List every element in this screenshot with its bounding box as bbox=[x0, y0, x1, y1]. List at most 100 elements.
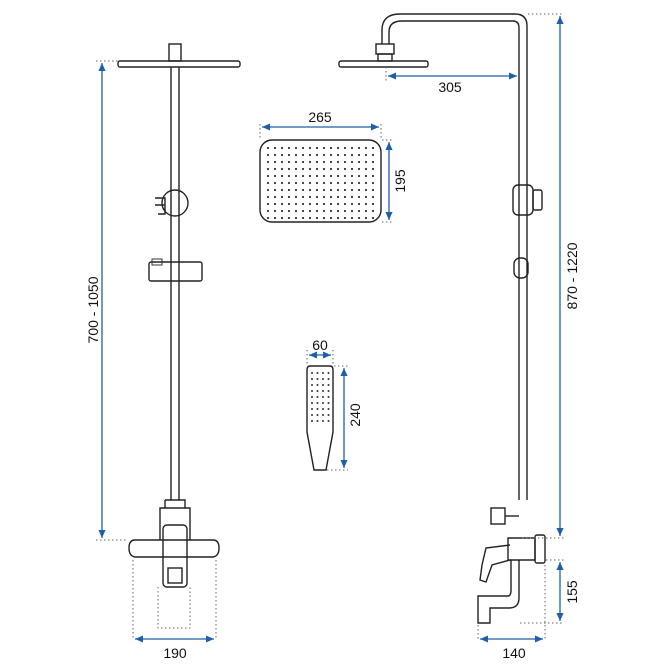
nozzle-dot bbox=[343, 181, 347, 185]
nozzle-dot bbox=[350, 181, 354, 185]
nozzle-dot bbox=[336, 174, 340, 178]
nozzle-dot bbox=[308, 146, 312, 150]
nozzle-dot bbox=[357, 181, 361, 185]
nozzle-dot bbox=[357, 160, 361, 164]
hand-nozzle-dot bbox=[311, 408, 313, 410]
nozzle-dot bbox=[287, 160, 291, 164]
nozzle-dot bbox=[322, 209, 326, 213]
nozzle-dot bbox=[287, 146, 291, 150]
nozzle-dot bbox=[315, 160, 319, 164]
nozzle-dot bbox=[350, 167, 354, 171]
nozzle-dot bbox=[294, 167, 298, 171]
hand-nozzle-dot bbox=[316, 420, 319, 422]
nozzle-dot bbox=[280, 181, 284, 185]
nozzle-dot bbox=[266, 202, 270, 206]
nozzle-dot bbox=[280, 160, 284, 164]
nozzle-dot bbox=[350, 216, 354, 220]
nozzle-dot bbox=[329, 195, 333, 199]
hand-nozzle-dot bbox=[322, 402, 324, 404]
nozzle-dot bbox=[287, 181, 291, 185]
nozzle-dot bbox=[266, 146, 270, 150]
nozzle-dot bbox=[371, 202, 375, 206]
nozzle-dot bbox=[315, 146, 319, 150]
nozzle-dot bbox=[315, 188, 319, 192]
side-spout bbox=[477, 560, 520, 624]
nozzle-dot bbox=[371, 188, 375, 192]
nozzle-dot bbox=[322, 174, 326, 178]
nozzle-dot bbox=[273, 181, 277, 185]
hand-width-label: 60 bbox=[312, 337, 328, 353]
head-depth-label: 195 bbox=[392, 169, 408, 193]
nozzle-dot bbox=[329, 146, 333, 150]
front-mixer-body bbox=[128, 539, 220, 558]
head-shower-plate bbox=[259, 139, 382, 223]
nozzle-dot bbox=[273, 202, 277, 206]
nozzle-dot bbox=[273, 195, 277, 199]
nozzle-dot bbox=[371, 181, 375, 185]
hand-shower-view: 60 240 bbox=[306, 337, 363, 471]
hand-nozzle-dot bbox=[311, 372, 313, 374]
side-head-plate bbox=[338, 60, 429, 68]
nozzle-dot bbox=[301, 202, 305, 206]
side-shower-arm bbox=[381, 13, 528, 500]
hand-shower-nozzles bbox=[311, 372, 330, 422]
nozzle-dot bbox=[350, 174, 354, 178]
nozzle-dot bbox=[315, 209, 319, 213]
nozzle-dot bbox=[343, 216, 347, 220]
head-shower-nozzles bbox=[266, 146, 375, 220]
nozzle-dot bbox=[336, 188, 340, 192]
nozzle-dot bbox=[336, 209, 340, 213]
nozzle-dot bbox=[266, 188, 270, 192]
nozzle-dot bbox=[329, 153, 333, 157]
nozzle-dot bbox=[301, 181, 305, 185]
hand-nozzle-dot bbox=[322, 378, 324, 380]
nozzle-dot bbox=[329, 181, 333, 185]
front-view: 700 - 1050 190 bbox=[85, 43, 241, 661]
nozzle-dot bbox=[329, 160, 333, 164]
nozzle-dot bbox=[287, 153, 291, 157]
nozzle-dot bbox=[294, 195, 298, 199]
hand-nozzle-dot bbox=[311, 414, 313, 416]
hand-nozzle-dot bbox=[327, 420, 330, 422]
nozzle-dot bbox=[266, 181, 270, 185]
nozzle-dot bbox=[315, 216, 319, 220]
nozzle-dot bbox=[336, 146, 340, 150]
nozzle-dot bbox=[294, 181, 298, 185]
right-height-label: 870 - 1220 bbox=[564, 242, 580, 309]
nozzle-dot bbox=[357, 146, 361, 150]
nozzle-dot bbox=[287, 174, 291, 178]
nozzle-dot bbox=[357, 188, 361, 192]
nozzle-dot bbox=[357, 202, 361, 206]
nozzle-dot bbox=[294, 216, 298, 220]
hand-nozzle-dot bbox=[327, 414, 330, 416]
hand-nozzle-dot bbox=[322, 372, 324, 374]
nozzle-dot bbox=[280, 146, 284, 150]
nozzle-dot bbox=[308, 153, 312, 157]
hand-nozzle-dot bbox=[316, 408, 319, 410]
nozzle-dot bbox=[322, 167, 326, 171]
nozzle-dot bbox=[350, 146, 354, 150]
nozzle-dot bbox=[266, 160, 270, 164]
left-height-label: 700 - 1050 bbox=[85, 276, 101, 343]
nozzle-dot bbox=[280, 174, 284, 178]
nozzle-dot bbox=[364, 167, 368, 171]
side-lever-handle bbox=[479, 544, 511, 583]
nozzle-dot bbox=[266, 153, 270, 157]
nozzle-dot bbox=[301, 160, 305, 164]
hand-nozzle-dot bbox=[322, 408, 324, 410]
hand-nozzle-dot bbox=[316, 372, 319, 374]
nozzle-dot bbox=[364, 202, 368, 206]
nozzle-dot bbox=[357, 153, 361, 157]
nozzle-dot bbox=[371, 160, 375, 164]
hand-nozzle-dot bbox=[311, 396, 313, 398]
nozzle-dot bbox=[273, 167, 277, 171]
hand-nozzle-dot bbox=[327, 378, 330, 380]
nozzle-dot bbox=[294, 153, 298, 157]
hand-nozzle-dot bbox=[327, 396, 330, 398]
hand-nozzle-dot bbox=[327, 384, 330, 386]
nozzle-dot bbox=[294, 209, 298, 213]
nozzle-dot bbox=[280, 209, 284, 213]
nozzle-dot bbox=[357, 216, 361, 220]
hand-nozzle-dot bbox=[316, 414, 319, 416]
spout-depth-label: 140 bbox=[502, 645, 526, 661]
